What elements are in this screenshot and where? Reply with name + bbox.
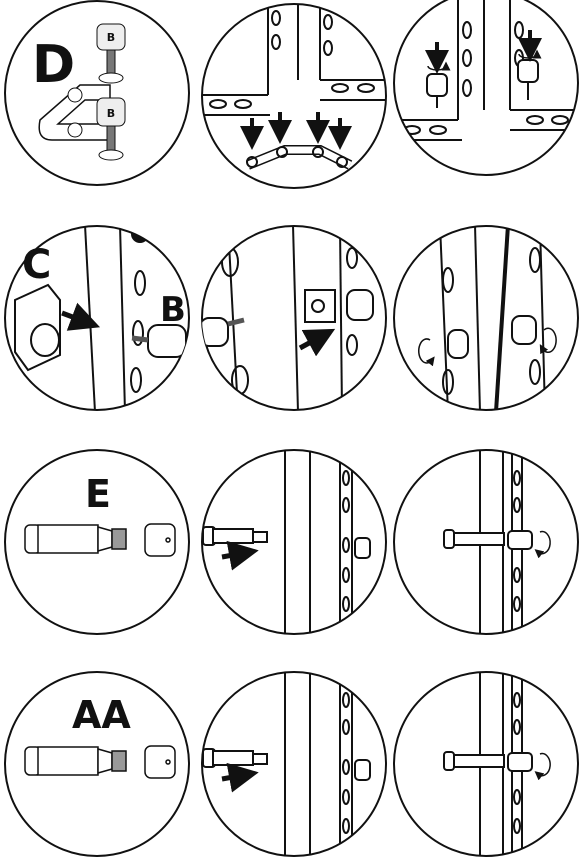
step-d-parts: D B B [5, 1, 189, 185]
step-c-parts: C B [5, 225, 189, 412]
step-d-install-bracket [200, 0, 390, 188]
step-e-insert-rod [202, 450, 386, 634]
step-aa-tighten [394, 672, 578, 856]
bolt-badge-b: B [107, 107, 115, 120]
step-c-insert-bolt [200, 225, 386, 412]
step-e-tighten [394, 450, 578, 634]
step-aa-parts: AA [5, 672, 189, 856]
step-label-d: D [32, 35, 75, 95]
step-label-c: C [22, 242, 51, 288]
step-aa-insert-rod [202, 672, 386, 856]
step-e-parts: E [5, 450, 189, 634]
step-c-tighten [394, 225, 578, 412]
step-d-attach-bolts [394, 0, 580, 175]
bolt-badge-b: B [107, 31, 115, 44]
step-label-aa: AA [72, 693, 131, 737]
step-label-e: E [85, 472, 111, 516]
part-label-b: B [160, 290, 186, 330]
